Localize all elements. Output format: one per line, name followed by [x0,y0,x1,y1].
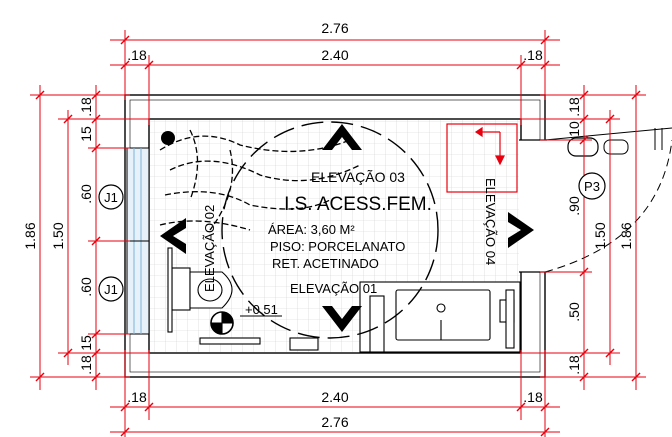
dim-left-window-2: .60 [78,277,94,297]
dim-right-total: 1.86 [618,222,634,249]
dim-left-inner: 1.50 [50,222,66,249]
toilet-icon [171,267,233,311]
dim-right-bottom-wall: .18 [566,355,582,375]
dimension-lines [30,30,646,437]
tag-bubbles: J1 J1 P3 [98,172,606,302]
label-elevation-03: ELEVAÇÃO 03 [311,169,405,185]
chevron-right-icon [508,212,534,248]
grab-bar [167,247,173,333]
dim-bottom-total: 2.76 [321,414,348,430]
dim-bottom-left-wall: .18 [127,389,147,405]
dim-right-top-gap: 10 [566,121,582,137]
room-finish: RET. ACETINADO [272,256,379,271]
window-left [126,147,150,335]
dimension-text: 2.76 .18 2.40 .18 .18 2.40 .18 2.76 1.86… [22,20,634,430]
dim-bottom-right-wall: .18 [523,389,543,405]
dim-left-top-gap: 15 [78,126,94,142]
room-area: ÁREA: 3,60 M² [268,222,355,237]
dim-right-top-wall: .18 [566,97,582,117]
grab-bar-bottom [199,337,261,345]
dim-right-door: .90 [566,196,582,216]
level-mark: +0.51 [245,302,278,317]
door-swing-marker [446,123,518,193]
room-name: I.S. ACESS.FEM. [284,194,432,215]
dim-right-bottom-seg: .50 [566,302,582,322]
tag-window-2: J1 [104,282,118,297]
turning-circle [221,121,439,339]
sink-icon [395,289,491,341]
dim-bottom-inner: 2.40 [321,389,348,405]
hatch-scribble [159,129,361,231]
dim-top-inner: 2.40 [321,47,348,63]
dim-top-total: 2.76 [321,20,348,36]
label-elevation-01: ELEVAÇÃO 01 [290,281,377,296]
chevron-left-icon [160,218,186,254]
room-labels: ELEVAÇÃO 03 I.S. ACESS.FEM. ÁREA: 3,60 M… [202,169,498,317]
chevron-down-icon [322,306,362,332]
label-elevation-04: ELEVAÇÃO 04 [483,178,498,265]
dim-left-window-1: .60 [78,184,94,204]
dim-left-top-wall: .18 [78,97,94,117]
shower-head-icon [161,131,175,145]
dim-left-bottom-wall: .18 [78,355,94,375]
dim-left-total: 1.86 [22,222,38,249]
dim-top-right-wall: .18 [523,47,543,63]
room-floor: PISO: PORCELANATO [270,239,405,254]
fixtures [167,247,521,353]
tag-door: P3 [584,179,600,194]
elevation-markers [160,124,534,332]
dimension-ticks [35,35,641,437]
dim-top-left-wall: .18 [127,47,147,63]
door-handle-icon [567,137,599,157]
tag-window-1: J1 [104,190,118,205]
dim-left-bottom-gap: 15 [78,335,94,351]
label-elevation-02: ELEVAÇÃO 02 [202,205,217,292]
dim-right-inner: 1.50 [592,222,608,249]
chevron-up-icon [322,124,362,150]
